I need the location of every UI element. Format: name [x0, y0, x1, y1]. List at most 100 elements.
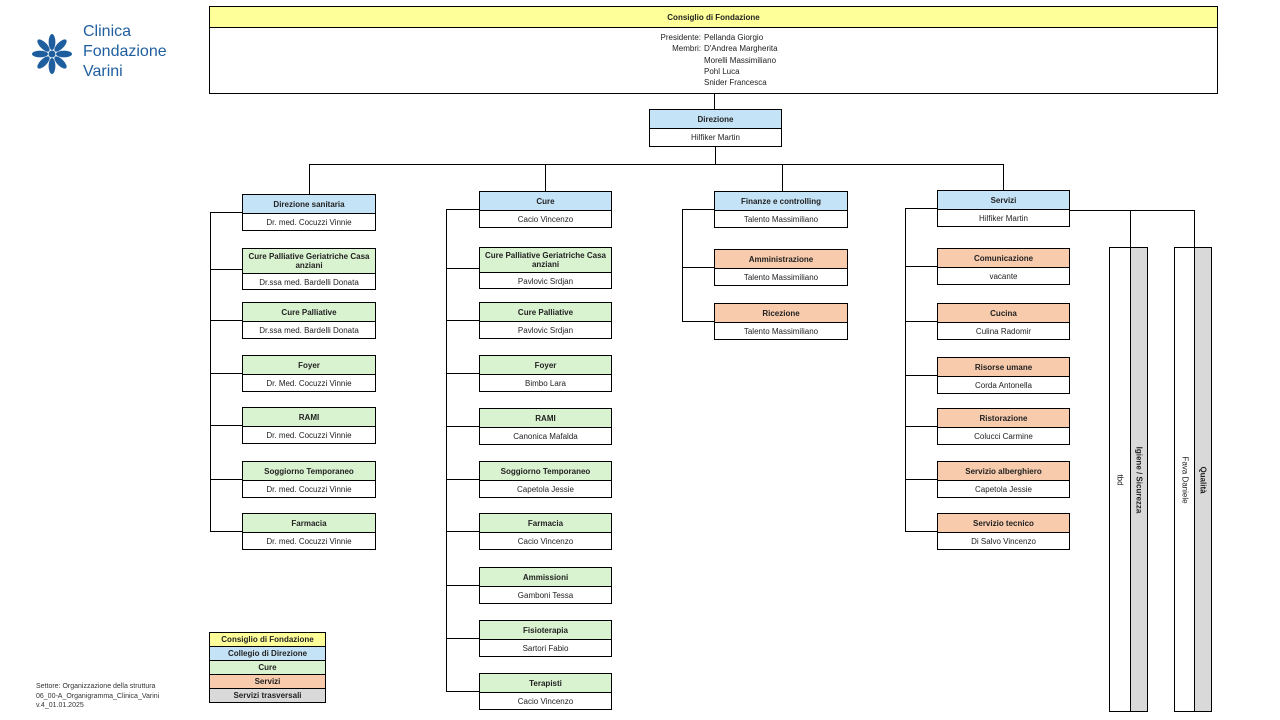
quality-title: Qualità [1198, 465, 1208, 494]
department-head-name: Hilfiker Martin [979, 214, 1028, 223]
connector-line [714, 94, 715, 109]
connector-line [905, 266, 937, 267]
unit-title: Soggiorno Temporaneo [243, 462, 375, 481]
connector-line [446, 268, 479, 269]
connector-line [446, 426, 479, 427]
connector-line [682, 209, 683, 321]
president-name: Pellanda Giorgio [704, 33, 764, 42]
member-name: Pohl Luca [704, 66, 740, 76]
hygiene-safety-bar: Igiene / Sicurezza [1130, 247, 1148, 712]
connector-line [446, 209, 447, 691]
legend-item-care: Cure [209, 660, 326, 675]
department-title: Finanze e controlling [715, 192, 847, 211]
legend-item-board: Consiglio di Fondazione [209, 632, 326, 647]
logo-line-2: Fondazione [83, 43, 167, 60]
logo-text: Clinica Fondazione Varini [83, 22, 167, 82]
board-box: Consiglio di Fondazione Presidente:Pella… [209, 6, 1218, 94]
connector-line [309, 164, 1004, 165]
connector-line [905, 479, 937, 480]
unit-title: Ricezione [715, 304, 847, 323]
unit-title: Servizio tecnico [938, 514, 1069, 533]
unit-manager-name: Dr.ssa med. Bardelli Donata [259, 278, 359, 287]
legend-item-services: Servizi [209, 674, 326, 689]
unit-title: Soggiorno Temporaneo [480, 462, 611, 481]
unit-manager-name: Corda Antonella [975, 381, 1032, 390]
connector-line [545, 164, 546, 191]
department-title: Cure [480, 192, 611, 211]
unit-title: Comunicazione [938, 249, 1069, 268]
unit-manager-name: Capetola Jessie [517, 485, 574, 494]
connector-line [210, 320, 242, 321]
unit-manager-name: Sartori Fabio [522, 644, 569, 653]
connector-line [446, 691, 479, 692]
connector-line [210, 212, 242, 213]
department-head-name: Cacio Vincenzo [517, 215, 574, 224]
president-label: Presidente: [660, 33, 701, 42]
unit-title: Fisioterapia [480, 621, 611, 640]
quality-bar: Qualità [1194, 247, 1212, 712]
connector-line [446, 585, 479, 586]
unit-manager-name: Talento Massimiliano [743, 327, 819, 336]
unit-title: RAMI [480, 409, 611, 428]
direction-title: Direzione [650, 110, 781, 129]
department-title: Direzione sanitaria [243, 195, 375, 214]
connector-line [1130, 210, 1131, 248]
connector-line [210, 373, 242, 374]
unit-manager-name: Capetola Jessie [975, 485, 1032, 494]
connector-line [905, 208, 937, 209]
connector-line [715, 146, 716, 164]
snowflake-logo-icon [32, 34, 72, 74]
connector-line [682, 267, 714, 268]
quality-name-bar: Fava Daniele [1174, 247, 1196, 712]
unit-title: Cure Palliative Geriatriche Casa anziani [480, 248, 611, 273]
unit-manager-name: Pavlovic Srdjan [517, 326, 574, 335]
connector-line [905, 208, 906, 531]
legend-item-direction: Collegio di Direzione [209, 646, 326, 661]
unit-title: Amministrazione [715, 250, 847, 269]
department-head-name: Dr. med. Cocuzzi Vinnie [266, 218, 352, 227]
connector-line [1194, 210, 1195, 248]
board-title: Consiglio di Fondazione [210, 7, 1217, 28]
unit-title: Cure Palliative [480, 303, 611, 322]
connector-line [210, 425, 242, 426]
unit-title: Cucina [938, 304, 1069, 323]
clinic-logo: Clinica Fondazione Varini [30, 22, 190, 86]
unit-manager-name: Cacio Vincenzo [517, 697, 574, 706]
unit-manager-name: Colucci Carmine [974, 432, 1033, 441]
unit-manager-name: Dr.ssa med. Bardelli Donata [259, 326, 359, 335]
connector-line [1069, 210, 1131, 211]
connector-line [446, 479, 479, 480]
hygiene-safety-name: tbd [1115, 473, 1125, 486]
connector-line [446, 209, 479, 210]
unit-title: Foyer [243, 356, 375, 375]
unit-manager-name: Canonica Mafalda [513, 432, 578, 441]
connector-line [905, 375, 937, 376]
footer-line: v.4_01.01.2025 [36, 702, 84, 709]
unit-manager-name: Pavlovic Srdjan [517, 277, 574, 286]
unit-title: Foyer [480, 356, 611, 375]
department-title: Servizi [938, 191, 1069, 210]
document-footer: Settore: Organizzazione della struttura … [36, 682, 159, 711]
unit-title: Risorse umane [938, 358, 1069, 377]
logo-line-3: Varini [83, 63, 123, 80]
connector-line [905, 321, 937, 322]
unit-manager-name: Culina Radomir [975, 327, 1032, 336]
unit-title: Farmacia [480, 514, 611, 533]
unit-box-cure-palliative-geriatriche-casa-anziani: Cure Palliative Geriatriche Casa anziani… [242, 248, 376, 290]
connector-line [446, 320, 479, 321]
connector-line [210, 531, 242, 532]
unit-title: Cure Palliative Geriatriche Casa anziani [243, 249, 375, 274]
